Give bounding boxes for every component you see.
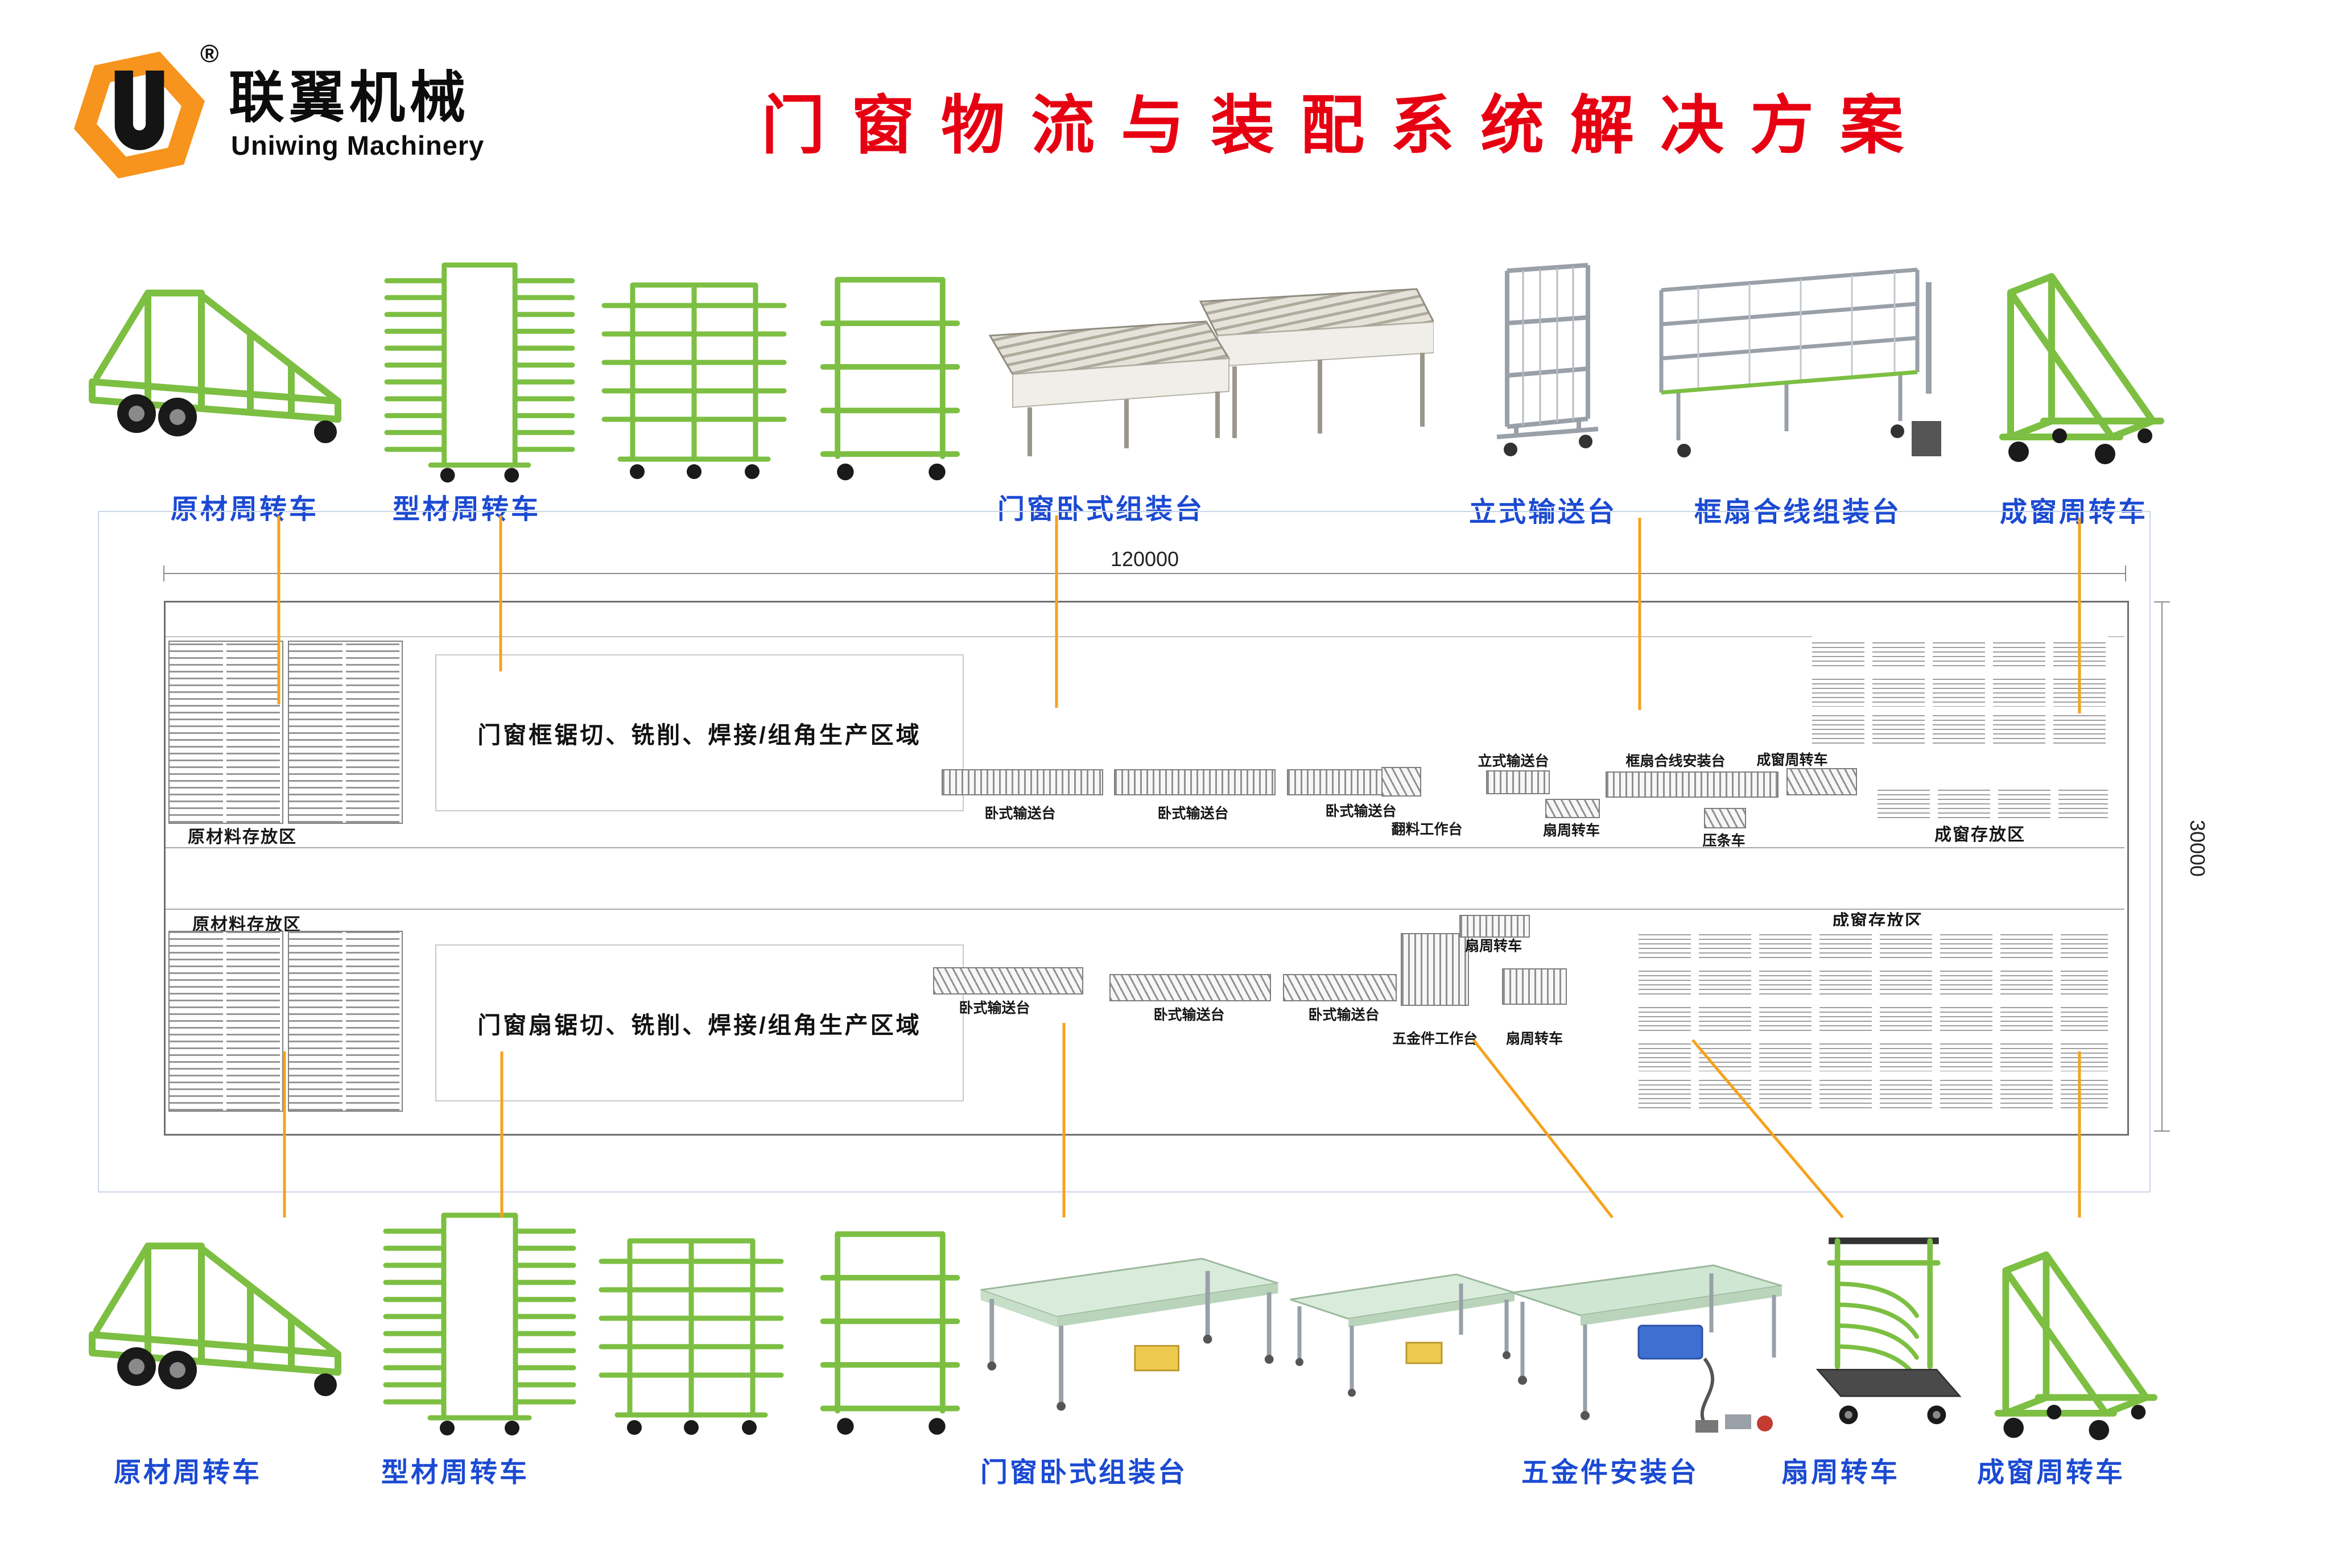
profile-rack-2-image-bottom [595, 1232, 788, 1439]
line1-flip-table-label: 翻料工作台 [1391, 822, 1463, 837]
shelf-cart-image-top [811, 270, 967, 486]
page-title: 门窗物流与装配系统解决方案 [761, 90, 1930, 161]
line1-bead-cart-symbol [1704, 808, 1746, 828]
line2-conveyor-3-symbol [1283, 974, 1397, 1001]
plan-height-dimension: 30000 [2186, 819, 2210, 877]
bottom-label-horizontal-assembly-table: 门窗卧式组装台 [980, 1458, 1188, 1488]
line1-sash-cart-label: 扇周转车 [1542, 823, 1600, 839]
finished-storage-label-top: 成窗存放区 [1934, 826, 2025, 844]
assembly-table-1-image-bottom [967, 1235, 1291, 1428]
bottom-label-finished-window-cart: 成窗周转车 [1976, 1458, 2126, 1488]
brand-name-en: Uniwing Machinery [231, 130, 485, 160]
top-label-vertical-conveyor: 立式输送台 [1468, 497, 1617, 527]
line2-sash-cart-lower-symbol [1502, 968, 1567, 1005]
top-label-horizontal-assembly-table: 门窗卧式组装台 [997, 494, 1205, 525]
hardware-installation-table-image-bottom [1502, 1240, 1792, 1445]
profile-rack-image-bottom [376, 1206, 580, 1439]
line2-conveyor-3-label: 卧式输送台 [1308, 1007, 1380, 1023]
top-label-frame-sash-assembly: 框扇合线组装台 [1694, 497, 1902, 527]
sash-production-area: 门窗扇锯切、铣削、焊接/组角生产区域 [435, 944, 964, 1101]
assembly-table-2-image-bottom [1280, 1257, 1525, 1414]
line2-hardware-table-symbol [1401, 933, 1469, 1006]
frame-production-area: 门窗框锯切、铣削、焊接/组角生产区域 [435, 654, 964, 811]
finished-storage-grid-top-a [1812, 633, 2108, 744]
finished-window-cart-image-top [1974, 256, 2173, 481]
bottom-label-raw-material-cart: 原材周转车 [113, 1458, 262, 1488]
sash-production-area-label: 门窗扇锯切、铣削、焊接/组角生产区域 [477, 1012, 922, 1038]
finished-storage-grid-top-b [1878, 789, 2108, 818]
raw-material-cart-image-top [80, 265, 353, 464]
finished-window-cart-image-bottom [1969, 1235, 2168, 1456]
plan-band-line-1 [166, 636, 2124, 637]
raw-storage-rack-block-top-b [288, 641, 403, 824]
line2-hardware-table-label: 五金件工作台 [1392, 1031, 1478, 1047]
top-label-raw-material-cart: 原材周转车 [170, 494, 319, 525]
raw-material-cart-image-bottom [80, 1218, 353, 1417]
raw-storage-rack-block-bottom-a [168, 931, 283, 1112]
top-label-profile-cart: 型材周转车 [392, 494, 541, 525]
bottom-label-hardware-install-table: 五金件安装台 [1521, 1458, 1699, 1488]
plan-band-line-3 [166, 909, 2124, 910]
line2-sash-cart-lower-label: 扇周转车 [1505, 1031, 1563, 1047]
profile-rack-2-image-top [597, 276, 791, 484]
logo-hexagon-icon [73, 51, 205, 179]
line1-frame-sash-install-label: 框扇合线安装台 [1625, 753, 1726, 769]
line2-conveyor-2-symbol [1109, 974, 1271, 1001]
line1-conveyor-1-label: 卧式输送台 [984, 806, 1056, 822]
line1-conveyor-2-label: 卧式输送台 [1157, 806, 1229, 822]
top-label-finished-window-cart: 成窗周转车 [1999, 497, 2148, 527]
line1-vertical-conveyor-symbol [1486, 770, 1550, 794]
company-logo [65, 41, 213, 189]
line1-conveyor-3-label: 卧式输送台 [1325, 803, 1397, 819]
finished-storage-grid-bottom [1639, 926, 2108, 1108]
line2-conveyor-2-label: 卧式输送台 [1153, 1007, 1225, 1023]
bottom-label-profile-cart: 型材周转车 [381, 1458, 530, 1488]
line1-flip-table-symbol [1381, 767, 1421, 797]
raw-storage-rack-block-bottom-b [288, 931, 403, 1112]
bottom-label-sash-cart: 扇周转车 [1781, 1458, 1900, 1488]
raw-storage-label-top: 原材料存放区 [188, 828, 297, 847]
plan-outer-frame [98, 511, 2151, 1192]
line1-finished-cart-symbol [1786, 768, 1857, 795]
line2-sash-cart-upper-label: 扇周转车 [1464, 938, 1522, 954]
sash-cart-image-bottom [1798, 1229, 1969, 1439]
registered-mark: ® [200, 40, 219, 68]
line2-sash-cart-upper-symbol [1459, 915, 1530, 938]
line1-vertical-conveyor-label: 立式输送台 [1478, 753, 1549, 769]
vertical-conveyor-image-top [1476, 256, 1619, 481]
line1-bead-cart-label: 压条车 [1702, 833, 1746, 849]
line1-sash-cart-symbol [1545, 799, 1600, 818]
shelf-cart-image-bottom [811, 1223, 967, 1442]
line1-finished-cart-label: 成窗周转车 [1756, 752, 1828, 768]
line1-conveyor-1-symbol [942, 769, 1103, 795]
horizontal-assembly-table-image-top [979, 267, 1434, 464]
line1-conveyor-2-symbol [1114, 769, 1276, 795]
line2-conveyor-1-label: 卧式输送台 [959, 1000, 1030, 1016]
brand-name-cn: 联翼机械 [229, 66, 471, 129]
raw-storage-rack-block-top-a [168, 641, 283, 824]
frame-production-area-label: 门窗框锯切、铣削、焊接/组角生产区域 [477, 722, 922, 748]
profile-rack-image-top [376, 256, 580, 486]
frame-sash-assembly-machine-image-top [1644, 250, 1963, 481]
plan-band-line-2 [166, 847, 2124, 848]
line2-conveyor-1-symbol [933, 967, 1083, 995]
line1-frame-sash-install-symbol [1606, 771, 1779, 798]
plan-width-dimension: 120000 [1110, 547, 1179, 571]
